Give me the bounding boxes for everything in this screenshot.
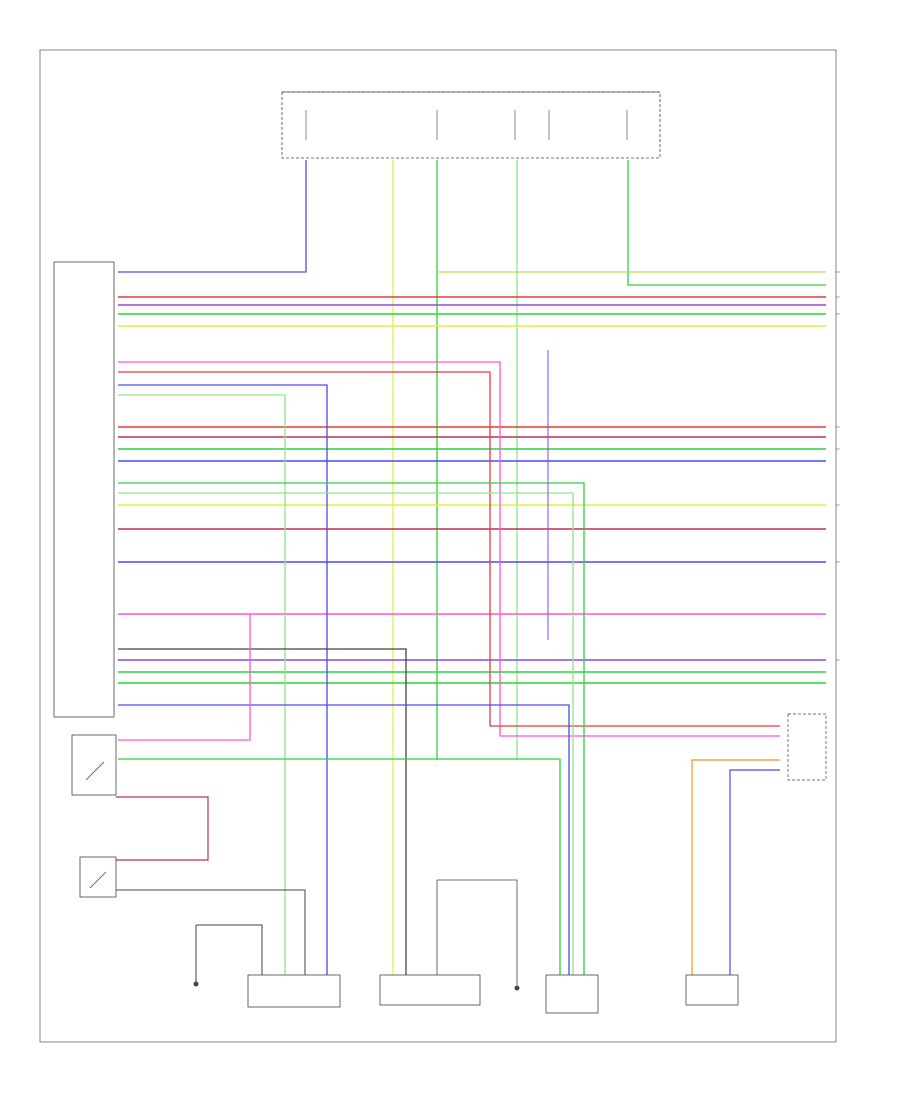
wire-green-right-2 — [118, 492, 574, 975]
wire-green-fuse-3 — [627, 160, 826, 286]
ground-mid — [514, 985, 520, 991]
wire-pink-short — [118, 614, 251, 741]
sensor-right-box — [685, 974, 739, 1006]
ground-left — [193, 924, 263, 987]
actuator-right-box — [545, 974, 599, 1014]
wire-pink-mid-2 — [118, 371, 780, 727]
ecu-box — [53, 261, 115, 718]
wire-dark-mid — [118, 648, 407, 975]
wire-green-sensor — [118, 758, 561, 975]
fuse-box — [281, 91, 661, 159]
wire-green-right — [118, 482, 585, 975]
actuator-left-box — [247, 974, 341, 1008]
connector-ticks — [836, 271, 840, 661]
wire-green-mid — [118, 394, 286, 975]
wire-blue-mid — [118, 384, 328, 975]
sensor-b — [79, 856, 306, 975]
wire-blue-fuse — [118, 160, 307, 273]
diagram-frame — [39, 49, 837, 1043]
control-module-box — [379, 974, 481, 1006]
wire-violet-mid — [118, 704, 570, 975]
wire-pink-mid — [118, 361, 780, 737]
wire-orange — [691, 759, 780, 975]
sensor-a — [71, 734, 209, 861]
module-top-line — [436, 879, 518, 985]
right-box — [787, 713, 827, 781]
wire-blue-right — [729, 769, 780, 975]
